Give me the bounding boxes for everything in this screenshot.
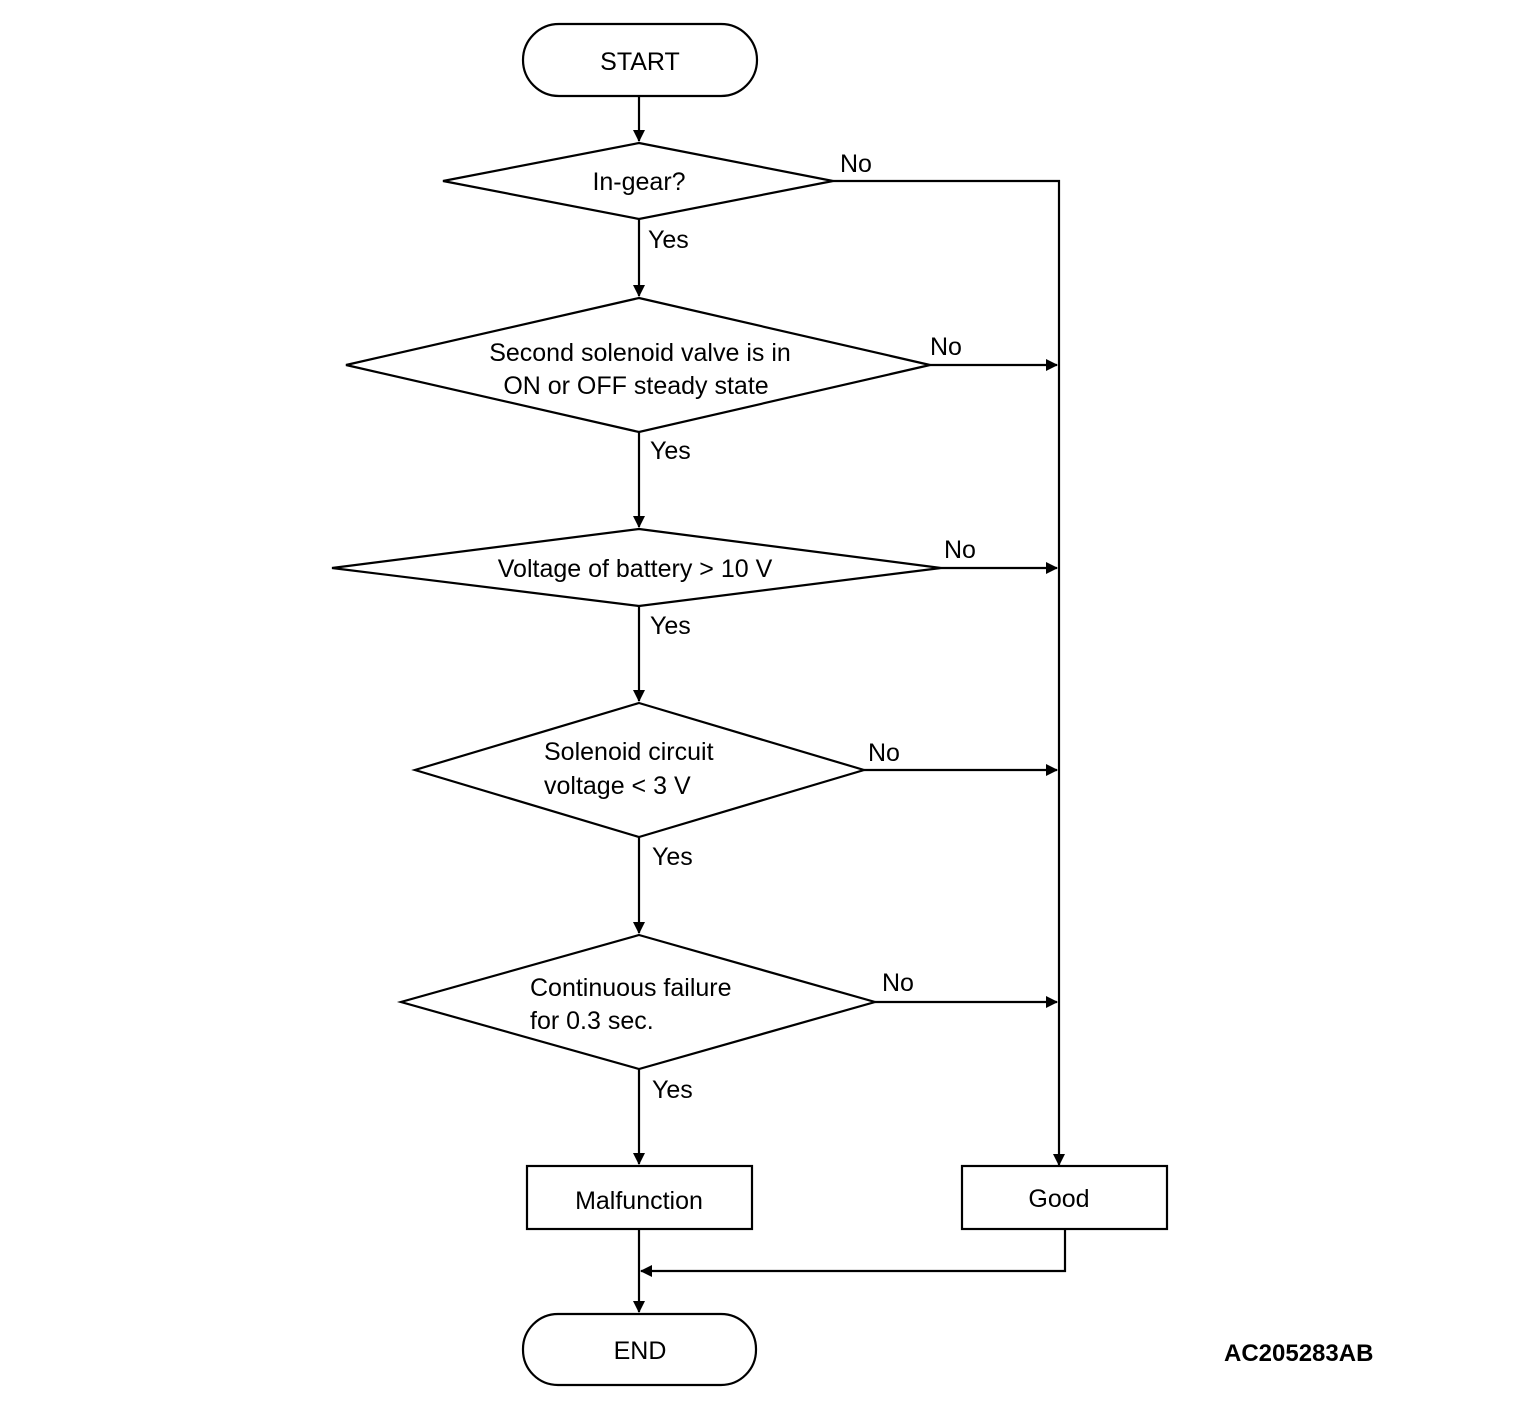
decision-continuous-failure-line1: Continuous failure [530, 974, 732, 1002]
decision-battery-voltage-label: Voltage of battery > 10 V [498, 555, 773, 583]
yes-label-4: Yes [652, 843, 693, 871]
no-label-5: No [882, 969, 914, 997]
no-label-3: No [944, 536, 976, 564]
reference-code: AC205283AB [1224, 1340, 1373, 1367]
end-label: END [614, 1337, 667, 1365]
decision-second-solenoid-line2: ON or OFF steady state [503, 372, 768, 400]
yes-label-2: Yes [650, 437, 691, 465]
decision-solenoid-circuit-line1: Solenoid circuit [544, 738, 714, 766]
yes-label-1: Yes [648, 226, 689, 254]
no-label-4: No [868, 739, 900, 767]
decision-solenoid-circuit [411, 701, 868, 839]
flow-line-no-trunk [833, 179, 1065, 1166]
start-label: START [600, 48, 680, 76]
malfunction-label: Malfunction [575, 1187, 703, 1215]
no-label-2: No [930, 333, 962, 361]
decision-second-solenoid-line1: Second solenoid valve is in [489, 339, 791, 367]
decision-continuous-failure [396, 933, 880, 1071]
decision-continuous-failure-line2: for 0.3 sec. [530, 1007, 654, 1035]
flow-arrow-good-to-merge [640, 1229, 1067, 1277]
decision-solenoid-circuit-line2: voltage < 3 V [544, 772, 691, 800]
good-box [960, 1164, 1169, 1231]
yes-label-3: Yes [650, 612, 691, 640]
no-label-1: No [840, 150, 872, 178]
end-terminal [521, 1312, 758, 1387]
malfunction-box [525, 1164, 754, 1231]
yes-label-5: Yes [652, 1076, 693, 1104]
good-label: Good [1028, 1185, 1089, 1213]
decision-in-gear-label: In-gear? [592, 168, 685, 196]
